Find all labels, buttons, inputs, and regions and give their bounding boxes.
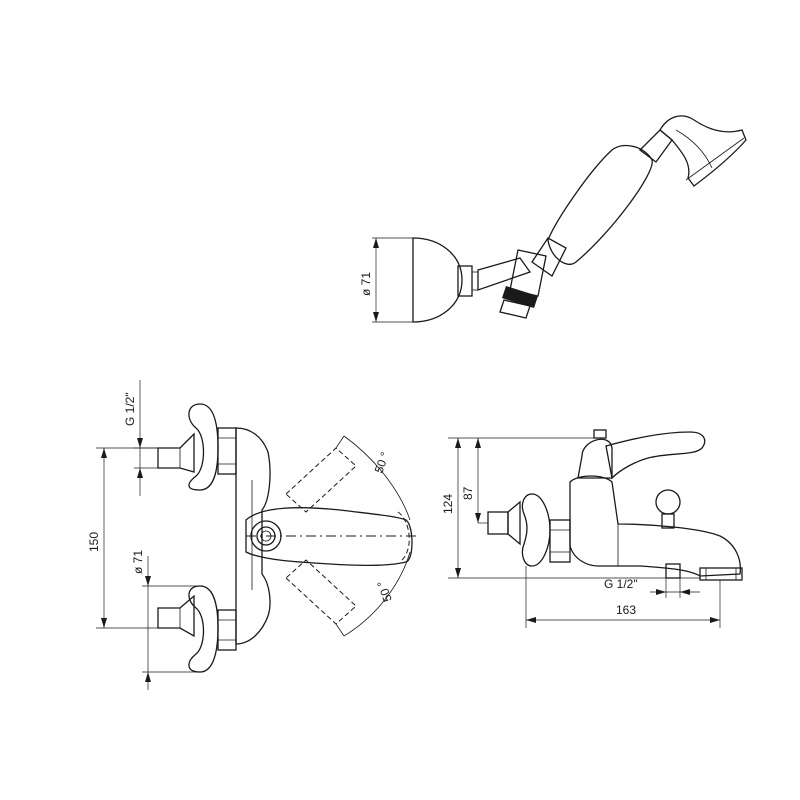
dim-lever-angle-bottom: 50 ° — [374, 579, 395, 604]
side-lever — [605, 431, 706, 480]
dim-center-distance: 150 — [87, 532, 101, 552]
shower-head — [659, 115, 747, 187]
mixer-side-view: 124 87 G 1/2" 163 — [441, 429, 743, 628]
hand-shower-view: ø 71 — [359, 115, 747, 323]
side-body-spout — [569, 475, 742, 577]
dim-thread-left: G 1/2" — [123, 392, 137, 426]
diverter-knob — [655, 489, 681, 515]
lower-wall-flange — [188, 585, 219, 673]
clamp-ring — [502, 286, 538, 308]
dim-thread-bottom: G 1/2" — [604, 577, 638, 591]
lever-position-down — [285, 559, 357, 625]
holder-nut — [457, 265, 473, 297]
wall-holder — [412, 237, 463, 323]
dim-spout-length: 163 — [616, 603, 636, 617]
dim-lever-angle-top: 50 ° — [372, 450, 393, 475]
dim-flange-diameter: ø 71 — [131, 550, 145, 574]
mixer-body — [235, 427, 271, 645]
lever-position-up — [285, 447, 357, 513]
mixer-front-view: 50 ° 50 ° 150 G 1/2" ø 71 — [87, 380, 420, 690]
dim-head-diameter: ø 71 — [359, 272, 373, 296]
side-wall-flange — [521, 493, 551, 567]
upper-wall-flange — [188, 403, 219, 491]
front-lever — [245, 507, 413, 566]
dim-height-total: 124 — [441, 494, 455, 514]
shower-handle — [547, 144, 653, 265]
dim-height-outlet: 87 — [461, 486, 475, 500]
